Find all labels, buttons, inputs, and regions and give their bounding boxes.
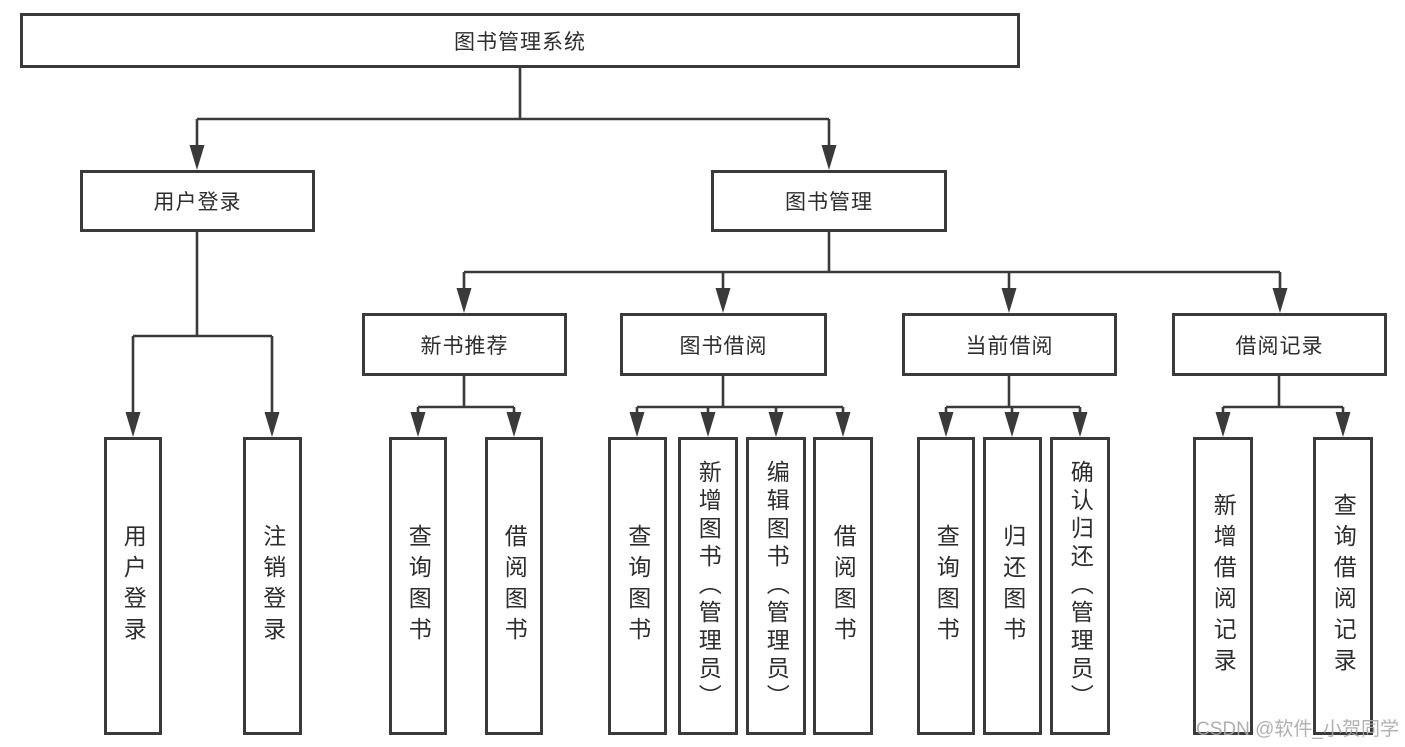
node-label: 注销登录 [259,524,286,648]
connector [125,232,280,437]
node-new-book-recommend: 新书推荐 [362,313,567,376]
node-leaf-query-borrow-record: 查询借阅记录 [1313,437,1373,735]
node-label: 图书借阅 [679,334,768,358]
arrowhead-icon [700,412,716,437]
node-label: 查询图书 [933,524,960,648]
connector [456,232,1288,313]
arrowhead-icon [1215,412,1231,437]
node-label: 编辑图书（管理员） [763,460,790,712]
node-leaf-return-books: 归还图书 [983,437,1042,735]
arrowhead-icon [938,412,954,437]
node-label: 归还图书 [999,524,1026,648]
arrowhead-icon [1335,412,1351,437]
arrowhead-icon [1004,412,1020,437]
node-book-management: 图书管理 [711,170,947,232]
node-label: 图书管理 [785,191,873,214]
node-label: 借阅图书 [501,524,528,648]
node-leaf-borrow-books-borrow: 借阅图书 [813,437,873,735]
arrowhead-icon [715,288,731,313]
node-leaf-query-books-current: 查询图书 [917,437,975,735]
connector [189,68,837,170]
arrowhead-icon [189,145,205,170]
node-leaf-borrow-books-recommend: 借阅图书 [485,437,543,735]
node-label: 借阅记录 [1235,334,1324,358]
node-label: 查询图书 [624,524,651,648]
connector [410,376,522,437]
connector [1215,376,1351,437]
arrowhead-icon [1001,288,1017,313]
node-leaf-edit-book-admin: 编辑图书（管理员） [746,437,806,735]
node-label: 确认归还（管理员） [1067,460,1094,712]
arrowhead-icon [410,412,426,437]
node-leaf-add-book-admin: 新增图书（管理员） [678,437,738,735]
node-label: 图书管理系统 [454,30,586,54]
node-leaf-logout: 注销登录 [243,437,302,735]
node-leaf-query-books-recommend: 查询图书 [389,437,447,735]
arrowhead-icon [264,412,280,437]
arrowhead-icon [821,145,837,170]
arrowhead-icon [1272,288,1288,313]
arrowhead-icon [506,412,522,437]
node-label: 借阅图书 [830,524,857,648]
arrowhead-icon [768,412,784,437]
node-leaf-add-borrow-record: 新增借阅记录 [1193,437,1253,735]
node-label: 查询图书 [405,524,432,648]
node-leaf-user-login: 用户登录 [104,437,162,735]
arrowhead-icon [835,412,851,437]
node-label: 新增图书（管理员） [695,460,722,712]
node-label: 新书推荐 [420,334,509,358]
node-label: 查询借阅记录 [1330,493,1357,679]
connector [938,376,1088,437]
node-book-borrow: 图书借阅 [620,313,827,376]
node-user-login: 用户登录 [80,170,315,232]
arrowhead-icon [125,412,141,437]
node-borrow-records: 借阅记录 [1172,313,1387,376]
arrowhead-icon [456,288,472,313]
node-leaf-confirm-return-admin: 确认归还（管理员） [1050,437,1110,735]
arrowhead-icon [1072,412,1088,437]
watermark: CSDN @软件_小贺同学 [1196,719,1399,740]
connector [629,376,851,437]
node-current-borrow: 当前借阅 [902,313,1117,376]
node-label: 新增借阅记录 [1210,493,1237,679]
arrowhead-icon [629,412,645,437]
node-label: 当前借阅 [965,334,1054,358]
node-label: 用户登录 [153,191,242,214]
node-label: 用户登录 [120,524,147,648]
node-root: 图书管理系统 [20,13,1020,68]
node-leaf-query-books-borrow: 查询图书 [608,437,667,735]
